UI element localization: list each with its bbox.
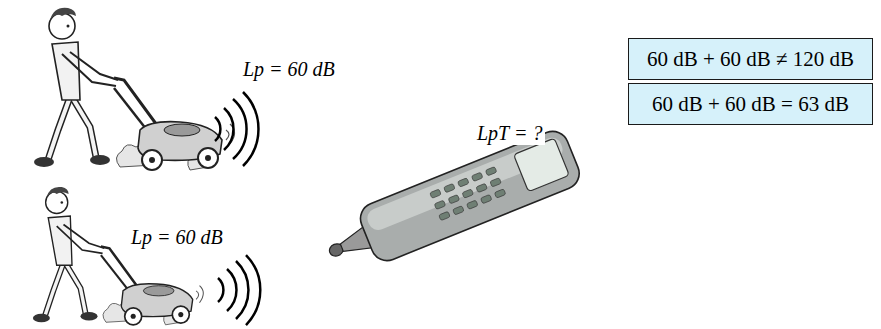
level-label: LpT = ? (474, 122, 545, 145)
lawnmower-figure (34, 8, 235, 170)
sound-waves (215, 92, 258, 166)
equation-box: 60 dB + 60 dB ≠ 120 dB (628, 38, 873, 80)
equation-text: 60 dB + 60 dB ≠ 120 dB (647, 47, 854, 72)
equation-text: 60 dB + 60 dB = 63 dB (652, 92, 849, 117)
sound-level-meter (319, 127, 584, 281)
level-label: Lp = 60 dB (128, 226, 226, 249)
sound-waves (218, 255, 260, 325)
level-label: Lp = 60 dB (240, 58, 338, 81)
equation-box: 60 dB + 60 dB = 63 dB (628, 83, 873, 125)
lawnmower-figure (33, 187, 203, 325)
